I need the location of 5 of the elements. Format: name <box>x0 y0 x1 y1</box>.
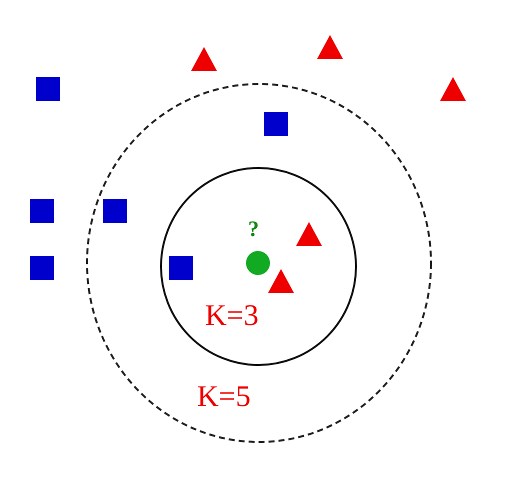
k-label: K=3 <box>205 301 259 331</box>
k-label: K=5 <box>197 382 251 412</box>
dashed-circle <box>86 83 432 443</box>
question-mark-label: ? <box>248 218 259 240</box>
solid-circle <box>160 167 357 366</box>
